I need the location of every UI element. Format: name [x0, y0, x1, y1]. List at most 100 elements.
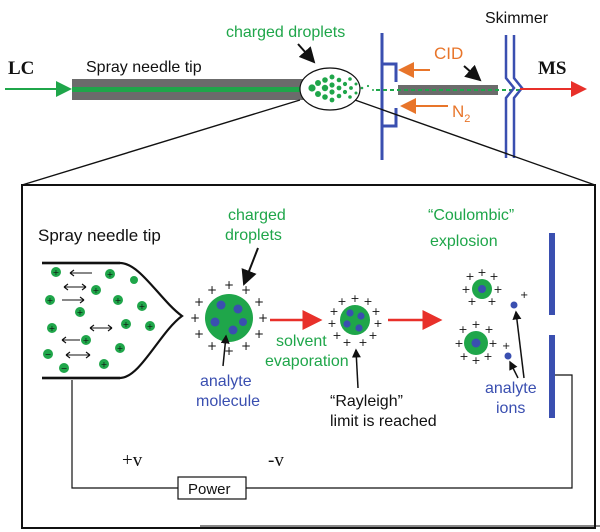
svg-text:+: +: [342, 336, 351, 349]
svg-text:+: +: [77, 308, 84, 317]
svg-text:+: +: [483, 350, 492, 363]
analyte-ions-label-1: analyte: [485, 380, 537, 397]
svg-text:+: +: [254, 295, 264, 309]
analyte-ions: + +: [502, 290, 528, 360]
svg-text:+: +: [520, 290, 528, 301]
svg-text:+: +: [363, 295, 372, 308]
analyte-ions-label-2: ions: [496, 400, 525, 417]
svg-text:+: +: [373, 317, 382, 330]
svg-text:−: −: [45, 350, 52, 359]
offspring-droplet-upper: [472, 279, 492, 299]
droplet-shrunk-charges: +++++ ++++ ++: [327, 292, 382, 349]
svg-text:+: +: [484, 323, 493, 336]
svg-text:+: +: [224, 344, 234, 358]
solvent-label-2: evaporation: [265, 353, 349, 370]
svg-text:+: +: [358, 336, 367, 349]
svg-text:+: +: [489, 270, 498, 283]
svg-text:+: +: [139, 302, 146, 311]
svg-text:+: +: [107, 270, 114, 279]
detail-charged-label-2: droplets: [225, 227, 282, 244]
cid-label: CID: [434, 44, 463, 63]
svg-text:+: +: [241, 283, 251, 297]
svg-text:+: +: [117, 344, 124, 353]
plus-v-label: +v: [122, 450, 143, 471]
svg-text:+: +: [101, 360, 108, 369]
svg-text:+: +: [467, 295, 476, 308]
svg-text:+: +: [477, 266, 486, 279]
zoom-line-left: [21, 99, 301, 186]
droplet-large-charges: +++++ ++++ +++: [190, 278, 268, 358]
circuit-wire: [71, 380, 178, 489]
coulombic-label-1: “Coulombic”: [428, 207, 514, 224]
rayleigh-label-2: limit is reached: [330, 413, 437, 430]
cid-pointer: [463, 64, 482, 82]
analyte-molecule-pointer: [220, 334, 230, 367]
skimmer: [504, 35, 524, 158]
svg-text:+: +: [147, 322, 154, 331]
overview-section: LC Spray needle tip charged droplets: [5, 10, 596, 186]
svg-text:+: +: [115, 296, 122, 305]
svg-text:+: +: [461, 283, 470, 296]
needle-charges: [43, 267, 155, 373]
analyte-ions-pointer-2: [509, 360, 519, 379]
taylor-cone: [42, 261, 184, 380]
svg-text:+: +: [254, 327, 264, 341]
svg-text:+: +: [327, 317, 336, 330]
n2-label: N2: [452, 102, 470, 125]
charged-droplets-pointer: [297, 43, 316, 64]
svg-text:+: +: [471, 354, 480, 367]
svg-text:+: +: [502, 341, 510, 352]
svg-text:+: +: [47, 296, 54, 305]
charged-droplets-label: charged droplets: [226, 24, 345, 41]
solvent-label-1: solvent: [276, 333, 327, 350]
charged-droplet-large: [205, 294, 253, 342]
svg-text:+: +: [471, 318, 480, 331]
analyte-molecule-label-1: analyte: [200, 373, 252, 390]
svg-text:+: +: [329, 305, 338, 318]
svg-text:+: +: [83, 336, 90, 345]
offspring-droplet-lower: [464, 331, 488, 355]
svg-text:−: −: [61, 364, 68, 373]
svg-text:+: +: [459, 350, 468, 363]
svg-text:+: +: [53, 268, 60, 277]
needle-charge-signs: + + + − − + + + + + + + + + +: [45, 268, 154, 373]
zoom-line-right: [354, 99, 596, 186]
svg-text:+: +: [368, 329, 377, 342]
circuit-wire-right: [246, 374, 573, 489]
offspring-charges: +++++++ ++++++++: [454, 266, 502, 367]
svg-text:+: +: [207, 283, 217, 297]
detail-charged-label-1: charged: [228, 207, 286, 224]
svg-text:+: +: [207, 339, 217, 353]
counter-electrode-upper: [549, 233, 555, 315]
svg-text:+: +: [337, 295, 346, 308]
minus-v-label: -v: [268, 450, 284, 471]
svg-text:+: +: [454, 337, 463, 350]
svg-text:+: +: [194, 295, 204, 309]
svg-text:+: +: [194, 327, 204, 341]
lc-label: LC: [8, 58, 34, 79]
svg-text:+: +: [371, 305, 380, 318]
svg-text:+: +: [350, 292, 359, 305]
detail-charged-pointer: [241, 247, 259, 286]
ms-label: MS: [538, 58, 567, 79]
charged-droplet-shrunk: [340, 305, 370, 335]
svg-text:+: +: [49, 324, 56, 333]
svg-text:+: +: [123, 320, 130, 329]
svg-text:+: +: [93, 286, 100, 295]
svg-text:+: +: [487, 295, 496, 308]
svg-text:+: +: [332, 329, 341, 342]
coulombic-label-2: explosion: [430, 233, 498, 250]
power-box: [177, 476, 247, 500]
counter-electrode-lower: [549, 335, 555, 418]
svg-text:+: +: [493, 283, 502, 296]
skimmer-label: Skimmer: [485, 10, 549, 27]
svg-text:+: +: [258, 311, 268, 325]
spray-needle-label: Spray needle tip: [86, 59, 202, 76]
power-label: Power: [188, 481, 231, 498]
analyte-molecule-label-2: molecule: [196, 393, 260, 410]
svg-text:+: +: [241, 339, 251, 353]
analyte-ions-pointer-1: [512, 310, 525, 379]
rayleigh-pointer: [351, 348, 361, 389]
